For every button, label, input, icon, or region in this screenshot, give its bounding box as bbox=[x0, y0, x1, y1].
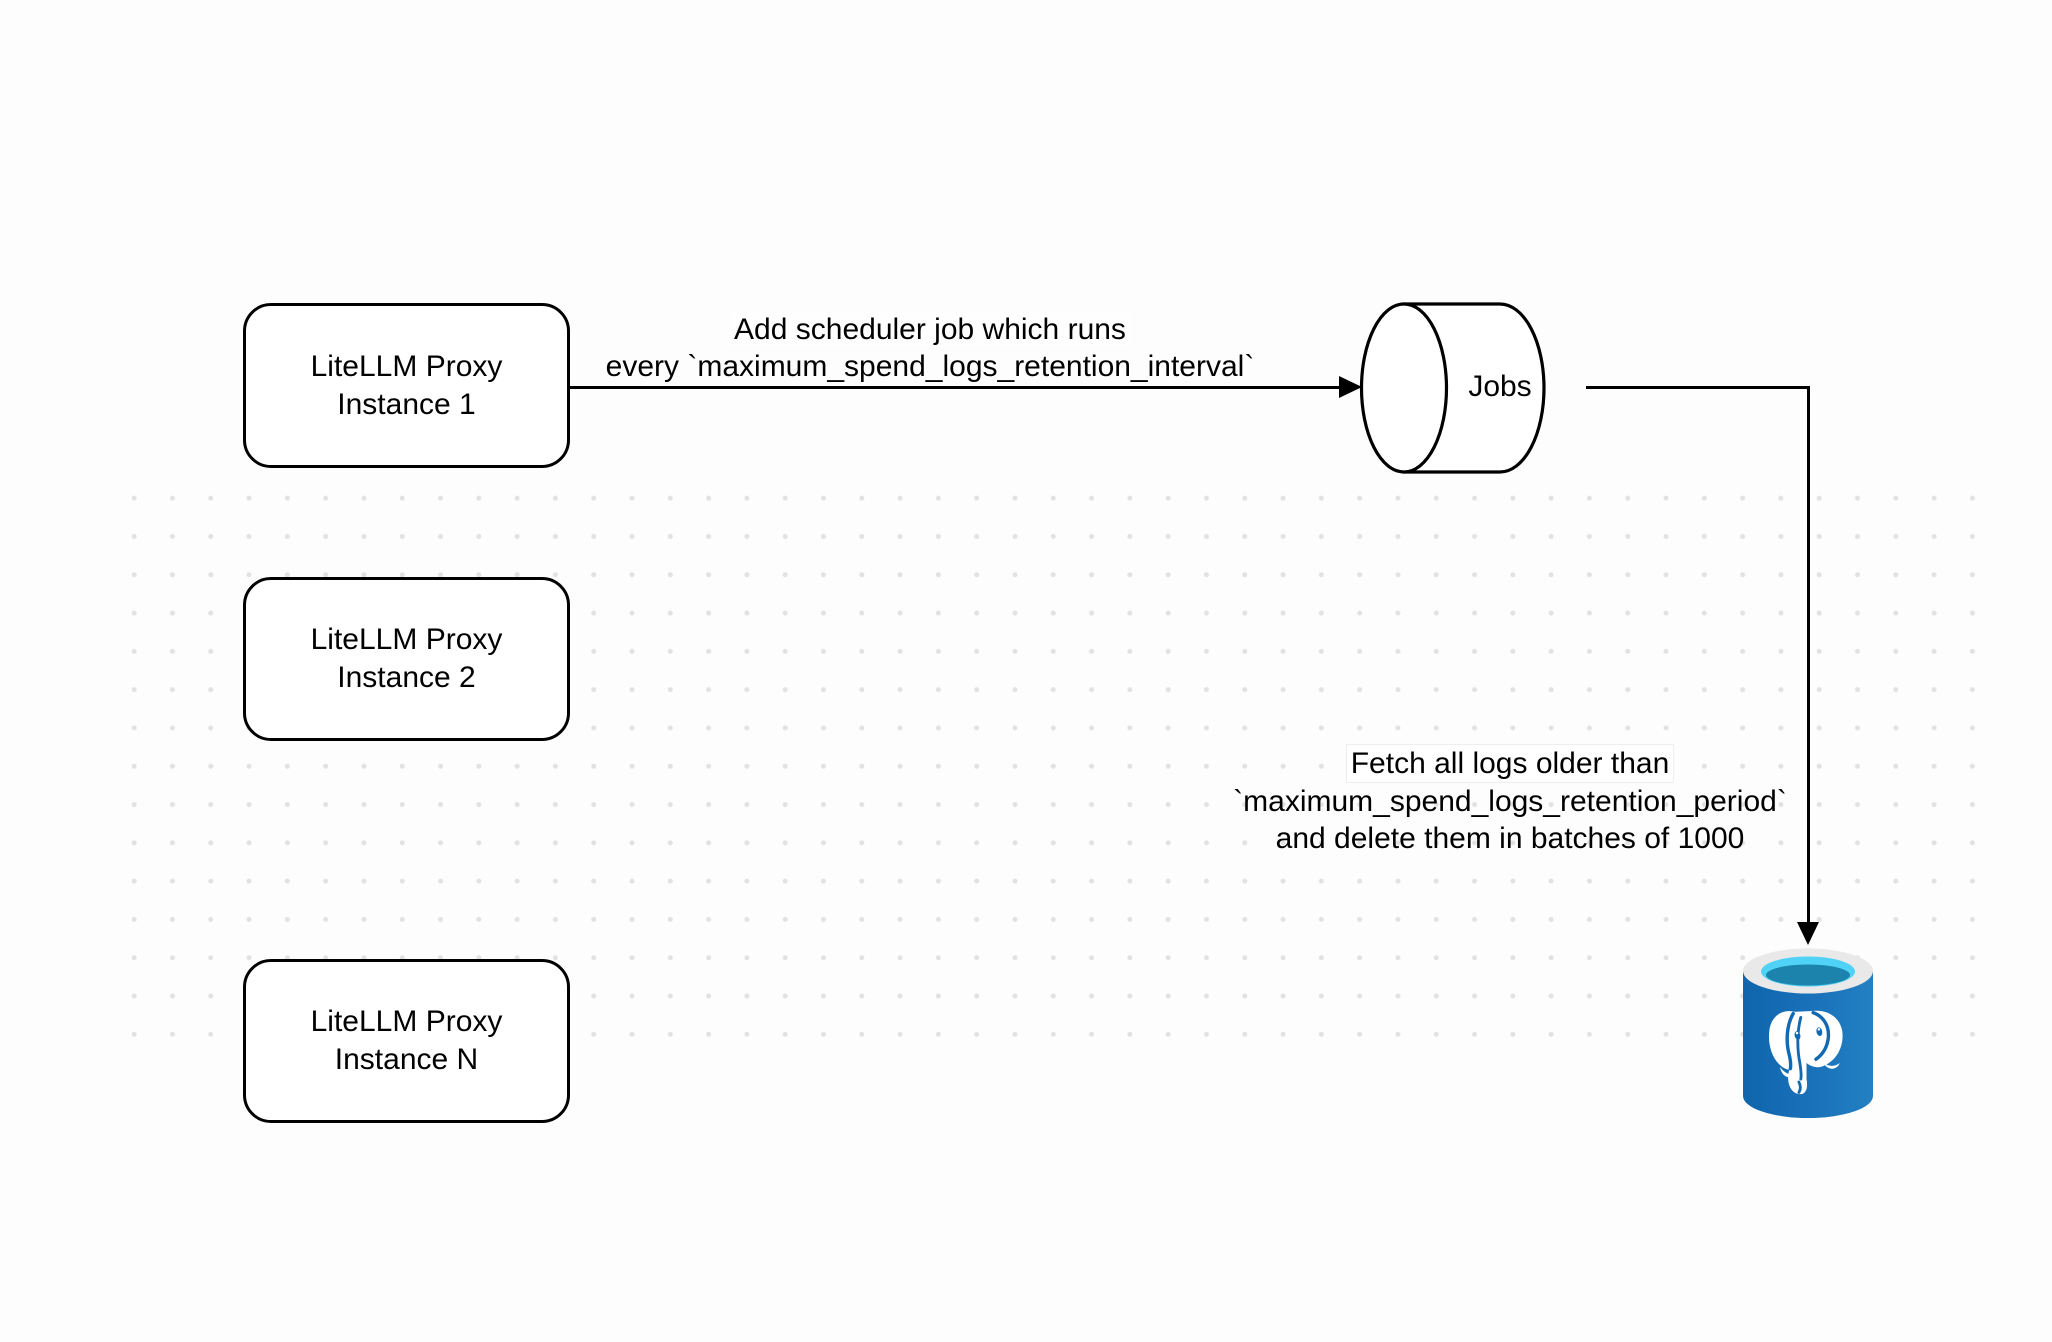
node-label-line: LiteLLM Proxy bbox=[310, 623, 503, 656]
postgresql-database-icon[interactable] bbox=[1742, 948, 1874, 1120]
node-label-line: Instance 2 bbox=[337, 661, 476, 694]
edge-scheduler-line bbox=[570, 386, 1342, 389]
node-litellm-proxy-instance-2[interactable]: LiteLLM Proxy Instance 2 bbox=[243, 577, 570, 741]
edge-label-text: Fetch all logs older than bbox=[1345, 744, 1675, 783]
node-jobs-queue[interactable] bbox=[1358, 301, 1590, 475]
edge-label-text: Add scheduler job which runs bbox=[730, 311, 1130, 348]
jobs-cylinder-left-face bbox=[1359, 302, 1449, 474]
node-label-line: Instance N bbox=[334, 1043, 479, 1076]
node-label-line: LiteLLM Proxy bbox=[310, 349, 503, 383]
node-litellm-proxy-instance-n[interactable]: LiteLLM Proxy Instance N bbox=[243, 959, 570, 1123]
node-label-line: LiteLLM Proxy bbox=[310, 1005, 503, 1038]
arrowhead-into-jobs-icon bbox=[1339, 376, 1362, 398]
edge-label-text: every `maximum_spend_logs_retention_inte… bbox=[605, 350, 1255, 383]
node-litellm-proxy-instance-1[interactable]: LiteLLM Proxy Instance 1 bbox=[243, 303, 570, 468]
postgres-elephant-glyph bbox=[1768, 1010, 1843, 1095]
db-top-liquid bbox=[1766, 964, 1850, 986]
edge-label-text: `maximum_spend_logs_retention_period` bbox=[1233, 785, 1787, 818]
edge-label-fetch-delete[interactable]: Fetch all logs older than `maximum_spend… bbox=[1210, 744, 1810, 857]
arrowhead-into-database-icon bbox=[1797, 922, 1819, 945]
edge-label-scheduler[interactable]: Add scheduler job which runs every `maxi… bbox=[590, 311, 1270, 385]
jobs-label: Jobs bbox=[1468, 370, 1532, 403]
edge-label-text: and delete them in batches of 1000 bbox=[1275, 822, 1745, 855]
edge-fetch-vertical-line bbox=[1807, 386, 1810, 924]
edge-fetch-horizontal-line bbox=[1586, 386, 1810, 389]
node-label-line: Instance 1 bbox=[337, 387, 476, 421]
